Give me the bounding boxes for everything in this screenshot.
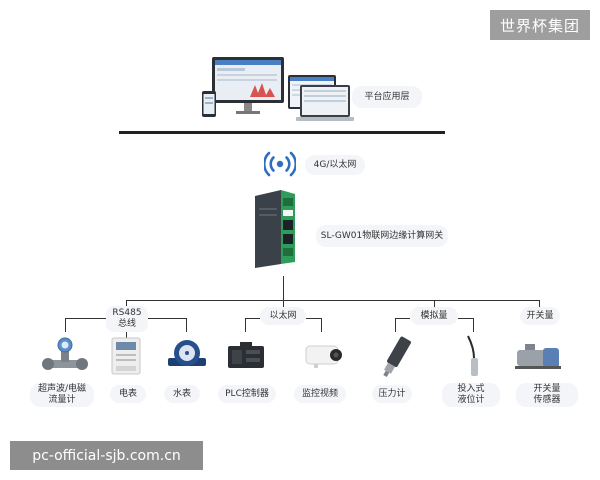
device-label-flowmeter: 超声波/电磁 流量计: [30, 383, 94, 407]
device-label-plc: PLC控制器: [218, 385, 276, 403]
group-label-analog: 模拟量: [410, 307, 458, 325]
group-label-ethernet: 以太网: [260, 307, 306, 325]
branch-rs485-flow: [65, 318, 66, 332]
platform-screens-illustration: [200, 55, 360, 127]
device-label-switch-sensor: 开关量 传感器: [516, 383, 578, 407]
group-label-switch: 开关量: [520, 307, 560, 325]
group-label-rs485: RS485 总线: [106, 306, 148, 332]
branch-rs485-right: [148, 318, 186, 319]
wireless-signal-icon: [262, 148, 298, 180]
branch-ethernet-camera: [321, 318, 322, 332]
branch-analog-left: [395, 318, 410, 319]
plc-icon: [226, 340, 266, 372]
branch-rs485-meter: [126, 332, 127, 338]
branch-rs485: [65, 318, 106, 319]
branch-rs485-water: [186, 318, 187, 332]
gateway-label: SL-GW01物联网边缘计算网关: [316, 225, 448, 247]
watermark-url: pc-official-sjb.com.cn: [10, 441, 203, 470]
camera-icon: [302, 342, 346, 370]
level-sensor-icon: [460, 334, 490, 380]
flowmeter-icon: [40, 336, 90, 376]
branch-analog-right: [458, 318, 474, 319]
water-meter-icon: [166, 336, 208, 376]
branch-ethernet-left: [245, 318, 260, 319]
branch-ethernet-plc: [245, 318, 246, 332]
electric-meter-icon: [108, 336, 144, 376]
device-label-camera: 监控视频: [294, 385, 346, 403]
platform-label: 平台应用层: [352, 86, 422, 108]
device-label-electric-meter: 电表: [110, 385, 146, 403]
gateway-device-icon: [251, 188, 301, 270]
device-label-pressure: 压力计: [372, 385, 412, 403]
device-label-level-sensor: 投入式 液位计: [442, 383, 500, 407]
branch-ethernet-right: [306, 318, 322, 319]
network-label: 4G/以太网: [305, 155, 365, 175]
connector-trunk: [283, 276, 284, 300]
device-label-water-meter: 水表: [164, 385, 200, 403]
branch-analog-level: [473, 318, 474, 332]
pressure-gauge-icon: [378, 334, 414, 380]
connector-main-bus: [126, 300, 540, 301]
brand-badge: 世界杯集团: [490, 10, 590, 40]
branch-analog-pressure: [395, 318, 396, 332]
pump-icon: [513, 340, 565, 372]
platform-bus-line: [119, 131, 445, 134]
